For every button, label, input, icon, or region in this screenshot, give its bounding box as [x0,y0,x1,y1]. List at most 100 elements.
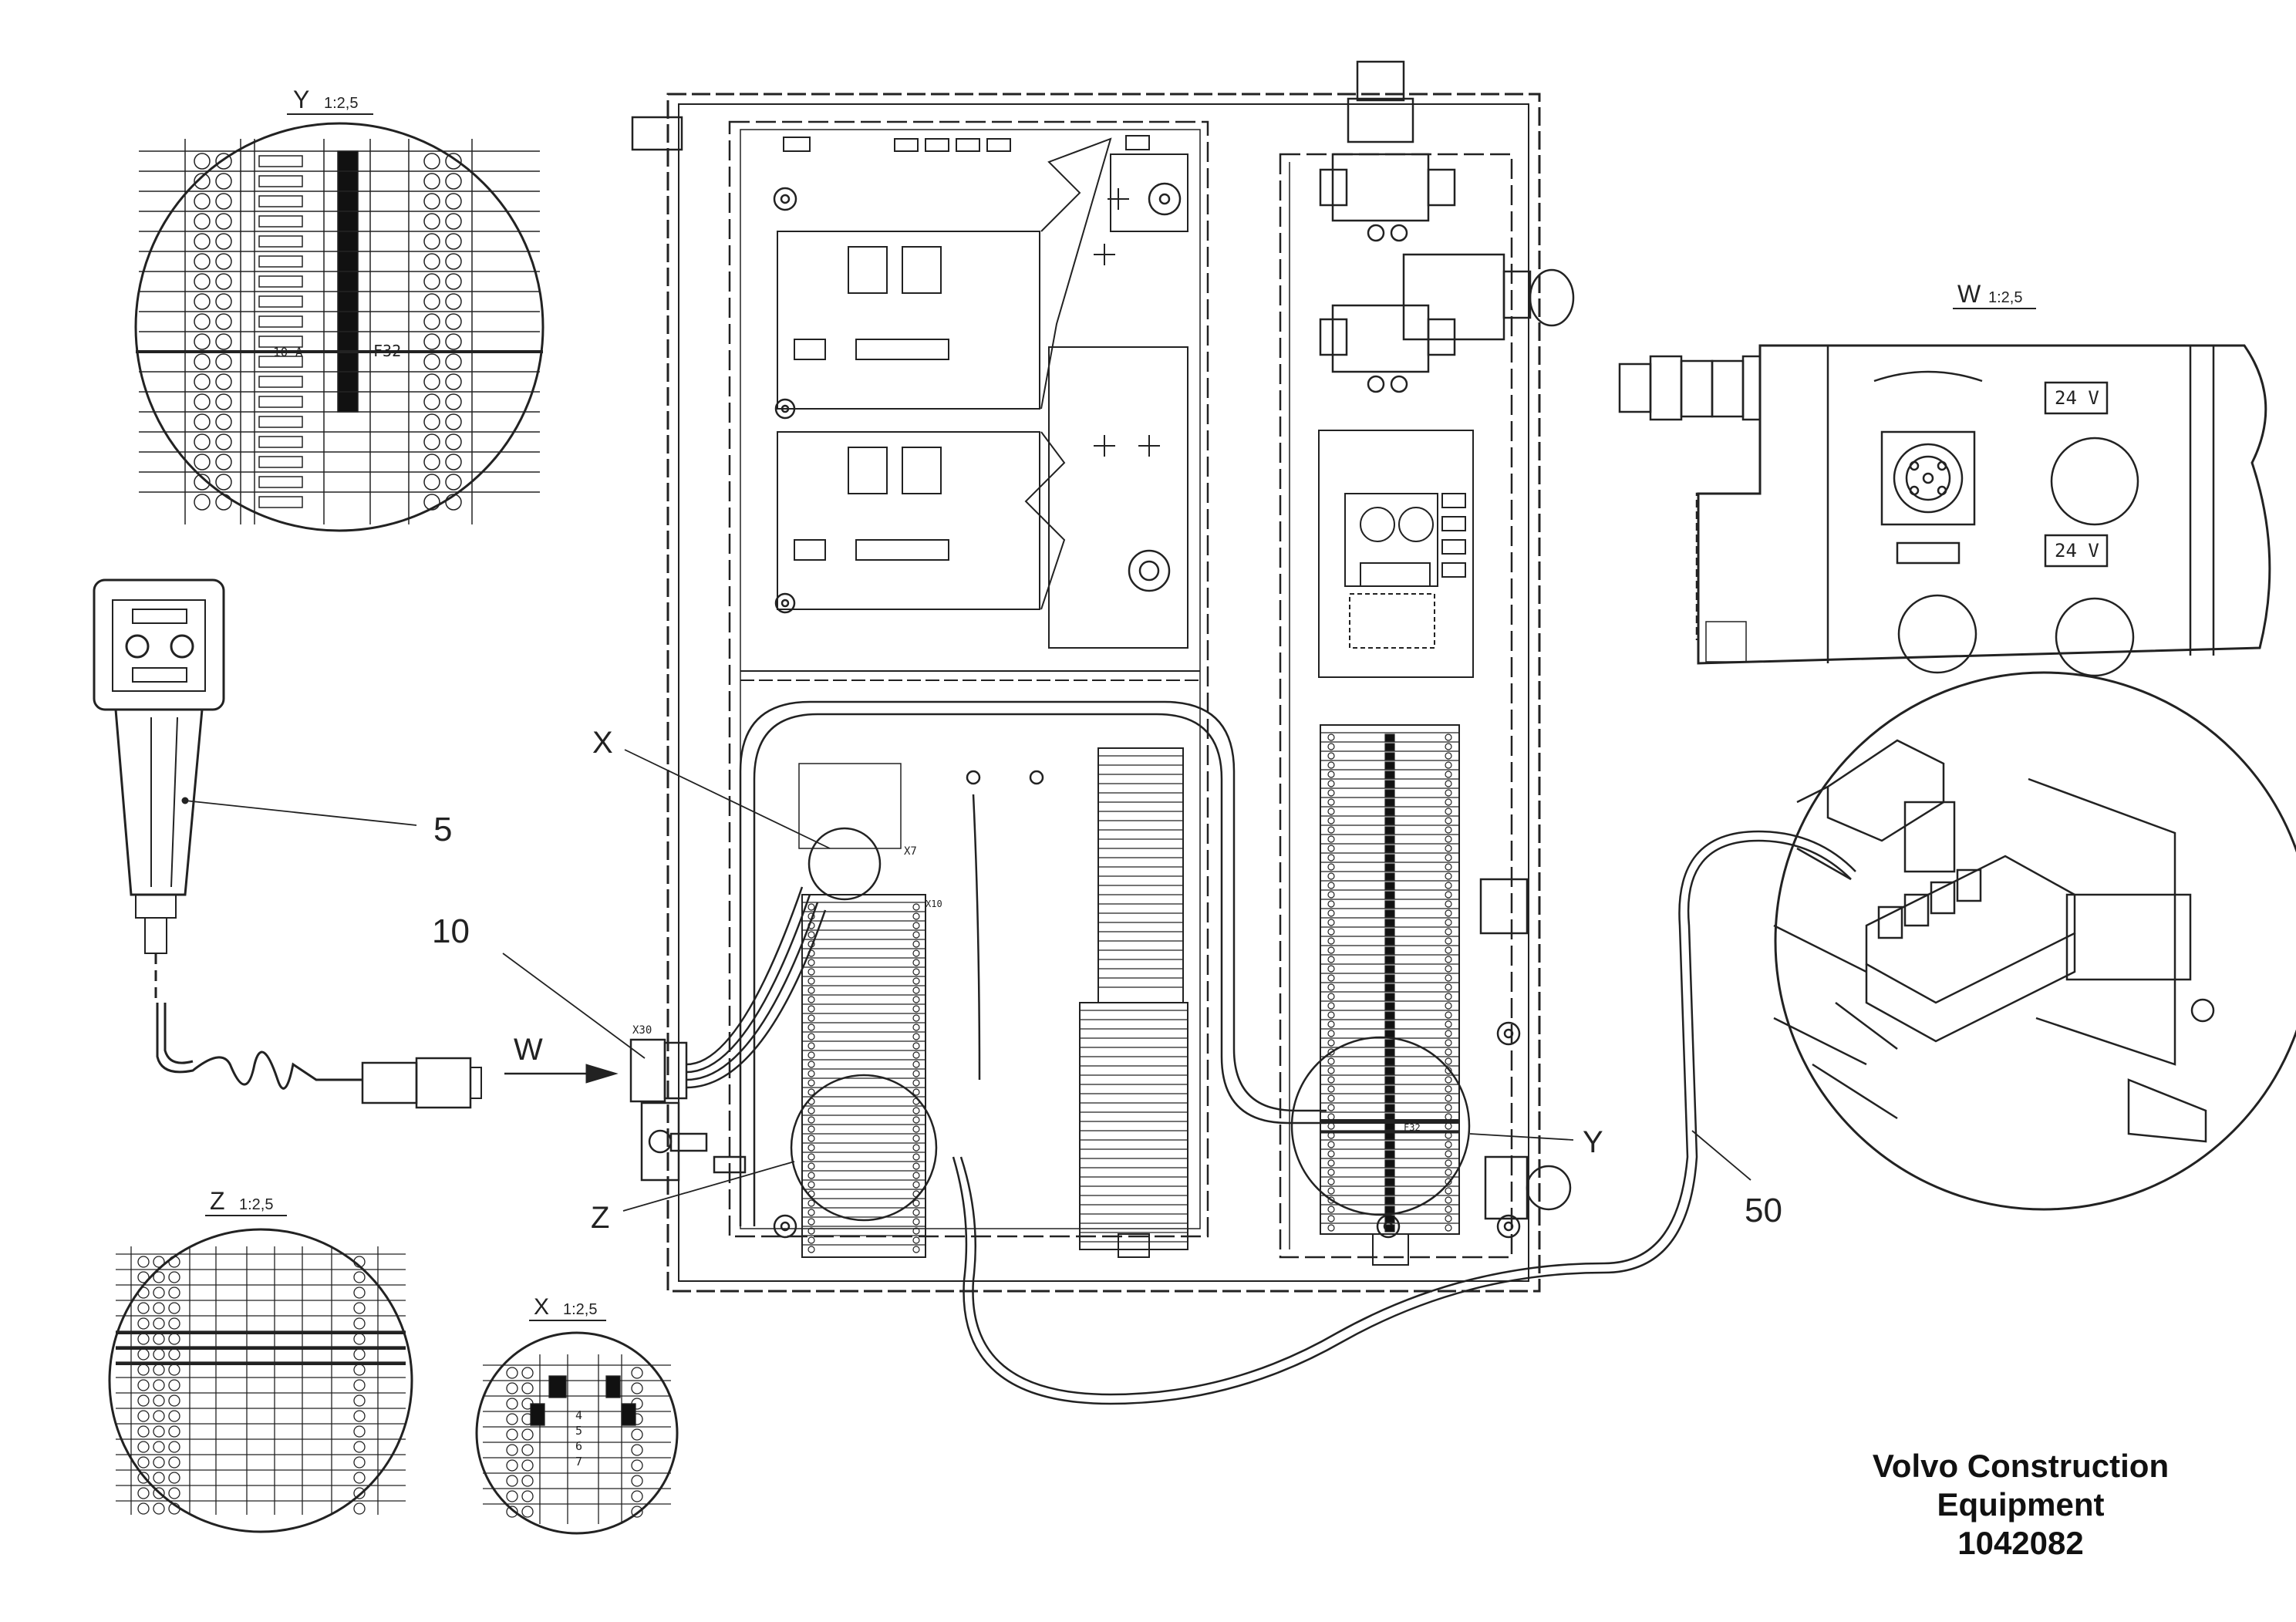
terminal-row-mark [1445,891,1452,899]
terminal-row-mark [912,1061,920,1068]
terminal-row-mark [1384,882,1395,890]
terminal-row-mark [1327,983,1335,991]
terminal-row-mark [168,1441,180,1453]
terminal-row-mark [215,293,232,310]
terminal-row-mark [1445,1104,1452,1111]
terminal-row-mark [631,1444,643,1456]
terminal-strip-x10 [798,763,926,1258]
terminal-row-mark [423,373,440,390]
terminal-row-mark [137,1425,150,1438]
terminal-row-mark [1327,1020,1335,1028]
terminal-strip-center [1079,747,1188,1258]
terminal-row-mark [1384,752,1395,760]
detail-x-terminal-7: 7 [575,1455,582,1469]
terminal-row-mark [215,173,232,190]
terminal-row-mark [521,1490,534,1502]
terminal-row-mark [423,494,440,511]
terminal-row-mark [258,315,303,328]
terminal-row-mark [1445,826,1452,834]
terminal-row-mark [1384,1104,1395,1112]
terminal-row-mark [194,253,211,270]
terminal-row-mark [353,1364,366,1376]
terminal-row-mark [168,1502,180,1515]
arrow-w-label: W [514,1033,543,1067]
terminal-row-mark [1327,1002,1335,1010]
terminal-row-mark [1384,1215,1395,1223]
terminal-row-mark [168,1256,180,1268]
terminal-row-mark [912,1005,920,1013]
detail-w-letter: W [1957,280,1981,308]
terminal-row-mark [807,1199,815,1207]
terminal-row-mark [807,931,815,939]
terminal-row-mark [258,456,303,468]
detail-z: Z 1:2,5 [108,1187,413,1533]
terminal-row-mark [807,1236,815,1244]
detail-x: X 1:2,5 4 5 6 7 [475,1294,679,1535]
terminal-row-mark [353,1256,366,1268]
footer-company: Volvo Construction [1872,1448,2170,1484]
terminal-row-mark [137,1456,150,1469]
terminal-row-mark [1327,1048,1335,1056]
detail-ring-y [1290,1036,1471,1216]
terminal-row-mark [423,233,440,250]
terminal-row-mark [1445,743,1452,750]
terminal-row-mark [1445,1002,1452,1010]
terminal-row-mark [1445,1057,1452,1065]
terminal-row-mark [1384,1159,1395,1168]
terminal-row-mark [353,1472,366,1484]
terminal-row-mark [807,1033,815,1040]
terminal-row-mark [215,454,232,470]
terminal-row-mark [337,170,359,192]
terminal-row-mark [1327,956,1335,963]
detail-w-scale: 1:2,5 [1988,289,2022,306]
terminal-row-mark [153,1348,165,1361]
terminal-row-mark [153,1256,165,1268]
terminal-row-mark [1384,761,1395,770]
terminal-row-mark [1327,863,1335,871]
terminal-row-mark [1445,808,1452,815]
terminal-row-mark [1445,1113,1452,1121]
terminal-row-mark [1445,863,1452,871]
terminal-row-mark [1384,826,1395,835]
terminal-row-mark [258,195,303,207]
terminal-row-mark [548,1375,567,1398]
detail-y-fuse-id: F32 [373,342,401,360]
terminal-row-mark [912,931,920,939]
detail-y-fuse-rating: 10 A [273,345,303,359]
terminal-row-mark [153,1487,165,1499]
terminal-row-mark [1445,1215,1452,1222]
terminal-row-mark [506,1490,518,1502]
terminal-row-mark [1445,771,1452,778]
terminal-row-mark [168,1425,180,1438]
terminal-row-mark [912,1199,920,1207]
terminal-row-mark [258,295,303,308]
terminal-row-mark [168,1333,180,1345]
terminal-row-mark [215,273,232,290]
terminal-row-mark [1445,1206,1452,1213]
terminal-row-mark [1445,1067,1452,1074]
terminal-row-mark [912,912,920,920]
terminal-row-mark [258,356,303,368]
detail-ring-x [807,827,882,901]
terminal-row-mark [605,1375,621,1398]
terminal-row-mark [1384,854,1395,862]
terminal-row-mark [1327,1187,1335,1195]
terminal-row-mark [621,1403,636,1426]
terminal-row-mark [1384,872,1395,881]
terminal-row-mark [194,193,211,210]
terminal-row-mark [423,413,440,430]
terminal-row-mark [1384,771,1395,779]
terminal-row-mark [1384,1187,1395,1195]
terminal-row-mark [423,393,440,410]
terminal-row-mark [1384,937,1395,946]
terminal-row-mark [423,474,440,491]
terminal-row-mark [912,1236,920,1244]
terminal-row-mark [631,1475,643,1487]
terminal-row-mark [215,213,232,230]
terminal-row-mark [1384,1178,1395,1186]
terminal-row-mark [194,433,211,450]
terminal-row-mark [423,313,440,330]
terminal-row-mark [807,1246,815,1253]
terminal-row-mark [807,986,815,994]
